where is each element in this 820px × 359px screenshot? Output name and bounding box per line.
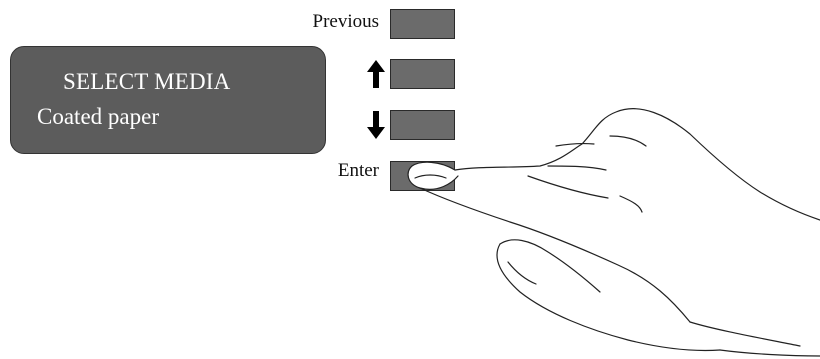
- down-button[interactable]: [390, 110, 455, 140]
- up-button[interactable]: [390, 59, 455, 89]
- display-title: SELECT MEDIA: [63, 69, 231, 94]
- enter-button-label: Enter: [337, 160, 379, 181]
- arrow-down-icon: [367, 111, 385, 139]
- enter-button[interactable]: [390, 161, 455, 191]
- display-value: Coated paper: [37, 104, 159, 129]
- arrow-up-icon: [367, 60, 385, 88]
- previous-button[interactable]: [390, 9, 455, 39]
- previous-button-label: Previous: [312, 11, 380, 32]
- lcd-display-panel: SELECT MEDIA Coated paper: [10, 46, 326, 154]
